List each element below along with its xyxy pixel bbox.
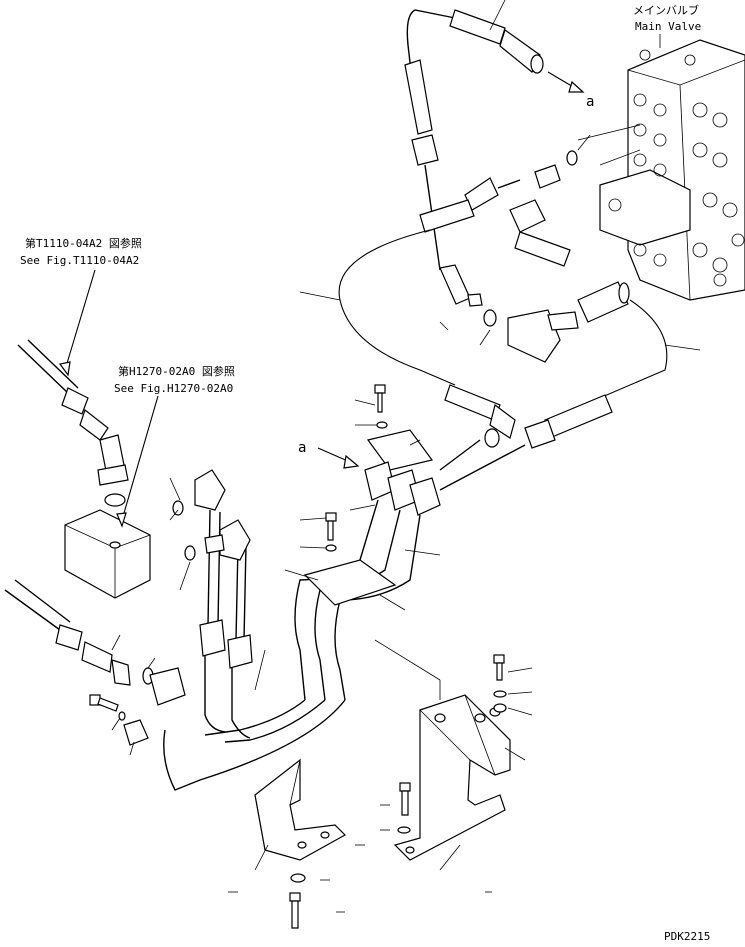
hose-lower-left xyxy=(4,579,71,631)
upper-hose-loop xyxy=(404,9,544,307)
bolt-plate-upper xyxy=(354,384,434,471)
reference-label-1-jp: 第T1110-04A2 図参照 xyxy=(25,236,142,250)
manifold-fittings xyxy=(364,461,441,516)
o-ring xyxy=(566,150,578,166)
vertical-pipe-left xyxy=(207,509,221,626)
elbow-fitting-upper xyxy=(194,469,226,511)
figure-code: PDK2215 xyxy=(664,930,710,943)
main-valve-label-jp: メインバルブ xyxy=(633,3,699,17)
clamp xyxy=(303,559,397,606)
connection-label-a-top: a xyxy=(586,94,594,110)
bracket-lower-left xyxy=(254,758,346,861)
connection-label-a-mid: a xyxy=(298,440,306,456)
mid-hoses xyxy=(419,177,630,363)
reference-label-2-en: See Fig.H1270-02A0 xyxy=(114,382,233,395)
main-valve-label-en: Main Valve xyxy=(635,20,701,33)
hose-ref1 xyxy=(17,339,79,396)
main-valve-block xyxy=(599,39,745,301)
junction-block xyxy=(64,434,151,599)
adapter-fitting xyxy=(534,164,561,189)
reference-label-2-jp: 第H1270-02A0 図参照 xyxy=(118,364,235,378)
bracket-lower-right xyxy=(393,694,511,861)
reference-label-1-en: See Fig.T1110-04A2 xyxy=(20,254,139,267)
